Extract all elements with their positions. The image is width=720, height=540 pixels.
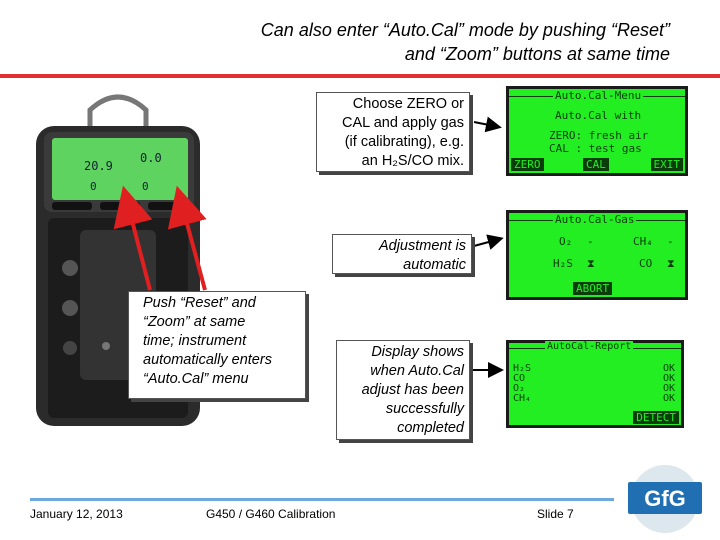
- slide-title-line-2: and “Zoom” buttons at same time: [404, 44, 670, 64]
- lcd-report-gas-ch4: CH₄: [513, 393, 532, 404]
- callout-display-line-2: when Auto.Cal: [370, 363, 464, 379]
- callout-display-line-1: Display shows: [371, 344, 464, 360]
- callout-push-line-4: automatically enters: [143, 352, 272, 368]
- lcd-exit-key[interactable]: EXIT: [650, 158, 683, 171]
- lcd-gas-h2s-hourglass-icon: ⧗: [587, 257, 595, 270]
- title-divider: [0, 74, 720, 78]
- lcd-report-result-o2: OK: [662, 383, 675, 394]
- lcd-report-header: AutoCal-Report: [545, 341, 634, 352]
- lcd-menu-line-1: Auto.Cal with: [555, 109, 642, 122]
- callout-choose-zero-cal: Choose ZERO or CAL and apply gas (if cal…: [316, 92, 470, 172]
- callout-display-line-4: successfully: [385, 401, 464, 417]
- lcd-report-gas-o2: O₂: [513, 383, 526, 394]
- device-clip-ring: [87, 94, 149, 130]
- footer-date: January 12, 2013: [30, 507, 123, 521]
- arrow-to-gas-screen: [473, 234, 504, 250]
- lcd-gas-o2-label: O₂: [559, 235, 573, 248]
- logo-wordmark: GfG: [644, 486, 686, 511]
- callout-adjustment-automatic: Adjustment is automatic: [332, 234, 472, 274]
- display-value-h2s: 0: [90, 180, 97, 193]
- arrow-to-zoom: [167, 185, 207, 291]
- logo-plate: [628, 482, 702, 514]
- callout-push-reset-zoom: Push “Reset” and “Zoom” at same time; in…: [128, 291, 306, 399]
- lcd-gas-ch4-label: CH₄: [633, 235, 653, 248]
- callout-choose-line-1: Choose ZERO or: [352, 96, 464, 112]
- lcd-menu-header: Auto.Cal-Menu: [553, 89, 644, 102]
- lcd-gas-co-label: CO: [639, 257, 653, 270]
- callout-choose-line-2: CAL and apply gas: [342, 115, 464, 131]
- device-screw: [102, 342, 110, 350]
- footer-title: G450 / G460 Calibration: [206, 507, 336, 521]
- gfg-logo: GfG: [628, 465, 702, 533]
- arrow-to-reset: [113, 185, 153, 291]
- lcd-report-gas-h2s: H₂S: [513, 363, 532, 374]
- lcd-gas-o2-status: -: [587, 235, 594, 248]
- slide-title: Can also enter “Auto.Cal” mode by pushin…: [110, 18, 670, 66]
- lcd-detect-key[interactable]: DETECT: [633, 411, 679, 424]
- lcd-report-result-ch4: OK: [662, 393, 675, 404]
- lcd-autocal-gas: Auto.Cal-Gas O₂ - CH₄ - H₂S ⧗ CO ⧗ ABORT: [506, 210, 688, 300]
- device-button-left[interactable]: [52, 202, 92, 210]
- lcd-autocal-menu: Auto.Cal-Menu Auto.Cal with ZERO: fresh …: [506, 86, 688, 176]
- callout-push-line-3: time; instrument: [143, 333, 247, 349]
- lcd-gas-h2s-label: H₂S: [553, 257, 573, 270]
- lcd-report-gas-co: CO: [513, 373, 526, 384]
- lcd-zero-key[interactable]: ZERO: [511, 158, 544, 171]
- callout-display-line-3: adjust has been: [361, 382, 464, 398]
- callout-display-complete: Display shows when Auto.Cal adjust has b…: [336, 340, 470, 440]
- footer-slide-number: Slide 7: [537, 507, 574, 521]
- lcd-menu-line-2: ZERO: fresh air: [549, 129, 649, 142]
- lcd-gas-header: Auto.Cal-Gas: [553, 213, 637, 226]
- sensor-port-1: [62, 260, 78, 276]
- lcd-report-result-h2s: OK: [662, 363, 675, 374]
- lcd-autocal-report: AutoCal-Report H₂S CO O₂ CH₄ OK OK OK OK…: [506, 340, 684, 428]
- lcd-gas-co-hourglass-icon: ⧗: [667, 257, 675, 270]
- callout-push-line-2: “Zoom” at same: [143, 314, 246, 330]
- lcd-cal-key[interactable]: CAL: [583, 158, 609, 171]
- footer-divider: [30, 498, 614, 501]
- callout-display-line-5: completed: [397, 420, 464, 436]
- callout-choose-line-3: (if calibrating), e.g.: [344, 134, 464, 150]
- lcd-menu-line-3: CAL : test gas: [549, 142, 642, 155]
- callout-choose-line-4: an H₂S/CO mix.: [361, 153, 464, 169]
- sensor-port-3: [63, 341, 77, 355]
- display-value-ch4: 0.0: [140, 151, 162, 165]
- lcd-report-result-co: OK: [662, 373, 675, 384]
- callout-push-line-1: Push “Reset” and: [143, 295, 256, 311]
- callout-adjust-line-2: automatic: [403, 257, 466, 273]
- lcd-gas-ch4-status: -: [667, 235, 674, 248]
- arrow-to-menu-screen: [473, 116, 502, 133]
- lcd-abort-key[interactable]: ABORT: [573, 282, 613, 295]
- device-display: [52, 138, 188, 200]
- callout-push-line-5: “Auto.Cal” menu: [143, 371, 249, 387]
- display-value-o2: 20.9: [84, 159, 113, 173]
- callout-adjust-line-1: Adjustment is: [378, 238, 466, 254]
- slide-title-line-1: Can also enter “Auto.Cal” mode by pushin…: [260, 20, 670, 40]
- sensor-port-2: [62, 300, 78, 316]
